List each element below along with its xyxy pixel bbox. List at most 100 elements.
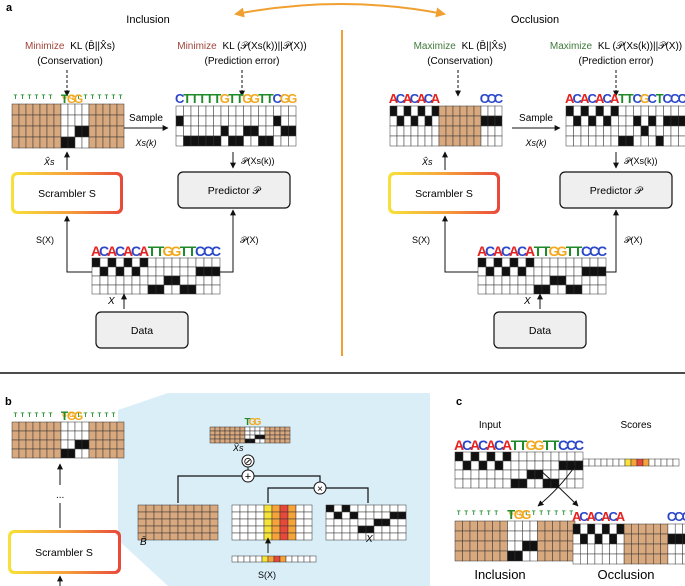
inc-pwm-cell: [60, 136, 69, 149]
occ-pwm-cell: [403, 105, 412, 117]
inc-data-box: [95, 311, 189, 349]
logo-letter: T: [236, 91, 244, 106]
occ-in-cell: [525, 266, 535, 277]
inc-x-label: X: [107, 296, 115, 307]
logo-letter: C: [581, 243, 591, 259]
occ-in-cell: [501, 275, 511, 286]
occ-samp-cell: [603, 105, 612, 117]
inc-in-cell: [171, 275, 181, 286]
inc-in-cell: [163, 266, 173, 277]
inc-samp-cell: [258, 115, 267, 127]
occ-pwm-cell: [466, 125, 475, 137]
c-occ-cell: [631, 523, 639, 535]
logo-letter: A: [431, 91, 441, 106]
b-scrambler-inner: [11, 533, 118, 571]
c-inc-cell: [484, 550, 493, 562]
occ-samp-cell: [573, 135, 582, 147]
occ-pwm-cell: [438, 125, 447, 137]
b-zoom-cell: [234, 430, 241, 436]
inc-obj-right-caption: (Prediction error): [204, 56, 279, 67]
b-zoom-output-logo: TGG: [244, 417, 261, 428]
b-x-cell: [349, 504, 359, 513]
logo-letter: C: [396, 91, 406, 106]
inc-samp-cell: [205, 115, 214, 127]
occ-samp-cell: [648, 125, 657, 137]
c-score-cell: [654, 458, 662, 467]
logo-letter: C: [663, 91, 673, 106]
b-x-cell: [389, 518, 399, 527]
c-score-cell: [618, 458, 626, 467]
inc-in-cell: [115, 275, 125, 286]
logo-letter: T: [574, 243, 583, 259]
b-score-cell: [263, 504, 273, 513]
occ-in-cell: [493, 266, 503, 277]
logo-letter: T: [543, 437, 552, 453]
occ-samp-cell: [588, 115, 597, 127]
occ-in-cell: [541, 275, 551, 286]
b-zoom-cell: [224, 426, 231, 432]
c-inc-cell: [507, 530, 516, 542]
c-score-cell: [648, 458, 656, 467]
inc-pwm-cell: [88, 136, 97, 149]
logo-letter: G: [163, 243, 174, 259]
b-zoom-cell: [284, 434, 291, 440]
c-inc-cell: [552, 530, 561, 542]
inc-samp-cell: [198, 105, 207, 117]
occ-samp-cell: [580, 105, 589, 117]
logo-letter: C: [501, 243, 511, 259]
logo-letter: T: [61, 409, 69, 423]
logo-letter: G: [254, 417, 262, 428]
inc-samp-cell: [183, 135, 192, 147]
logo-letter: C: [131, 243, 141, 259]
inc-samp-cell: [280, 125, 289, 137]
c-occ-cell: [623, 533, 632, 545]
occ-in-cell: [477, 284, 487, 295]
occ-pwm-cell: [473, 115, 482, 127]
occ-in-cell: [597, 257, 607, 268]
inc-pwm-cell: [46, 114, 55, 127]
c-inc-cell: [499, 550, 508, 562]
inc-in-cell: [107, 257, 117, 268]
b-pwm-cell: [88, 448, 97, 459]
logo-letter: T: [105, 413, 109, 419]
logo-letter: T: [98, 95, 102, 101]
inc-samp-cell: [228, 135, 237, 147]
occ-in-cell: [541, 284, 551, 295]
c-occ-cell: [601, 553, 610, 565]
c-in-cell: [470, 478, 480, 489]
b-x-cell: [349, 525, 359, 534]
occ-samp-cell: [640, 125, 649, 137]
c-inc-cell: [529, 540, 538, 552]
inc-objective-right: Minimize KL (𝒫(Xs(k))||𝒫(X)): [177, 41, 306, 52]
logo-letter: G: [557, 243, 568, 259]
b-zoom-cell: [234, 434, 241, 440]
c-occ-cell: [645, 543, 654, 555]
c-inc-cell: [477, 530, 486, 542]
c-in-cell: [478, 469, 488, 480]
occ-pwm-cell: [431, 135, 440, 147]
occ-samp-cell: [670, 125, 679, 137]
c-in-cell: [542, 451, 552, 462]
c-occ-cell: [645, 553, 654, 565]
b-score-cell: [279, 504, 289, 513]
b-bbar-cell: [153, 532, 163, 541]
occ-pwm-cell: [396, 135, 405, 147]
c-in-cell: [518, 469, 528, 480]
c-occ-cell: [623, 543, 632, 555]
logo-letter: A: [616, 509, 626, 524]
inc-samp-cell: [190, 135, 199, 147]
logo-letter: T: [35, 95, 39, 101]
c-in-cell: [518, 451, 528, 462]
c-inc-cell: [544, 550, 553, 562]
occ-pwm-cell: [424, 135, 433, 147]
inc-in-cell: [139, 266, 149, 277]
b-zoom-cell: [224, 430, 231, 436]
b-pwm-cell: [46, 430, 55, 441]
inc-in-cell: [203, 266, 213, 277]
inc-in-cell: [91, 257, 101, 268]
c-occ-cell: [616, 533, 625, 545]
occ-pwm-cell: [410, 105, 419, 117]
b-score-cell: [239, 532, 249, 541]
inc-samp-cell: [220, 105, 229, 117]
b-pwm-cell: [102, 430, 111, 441]
